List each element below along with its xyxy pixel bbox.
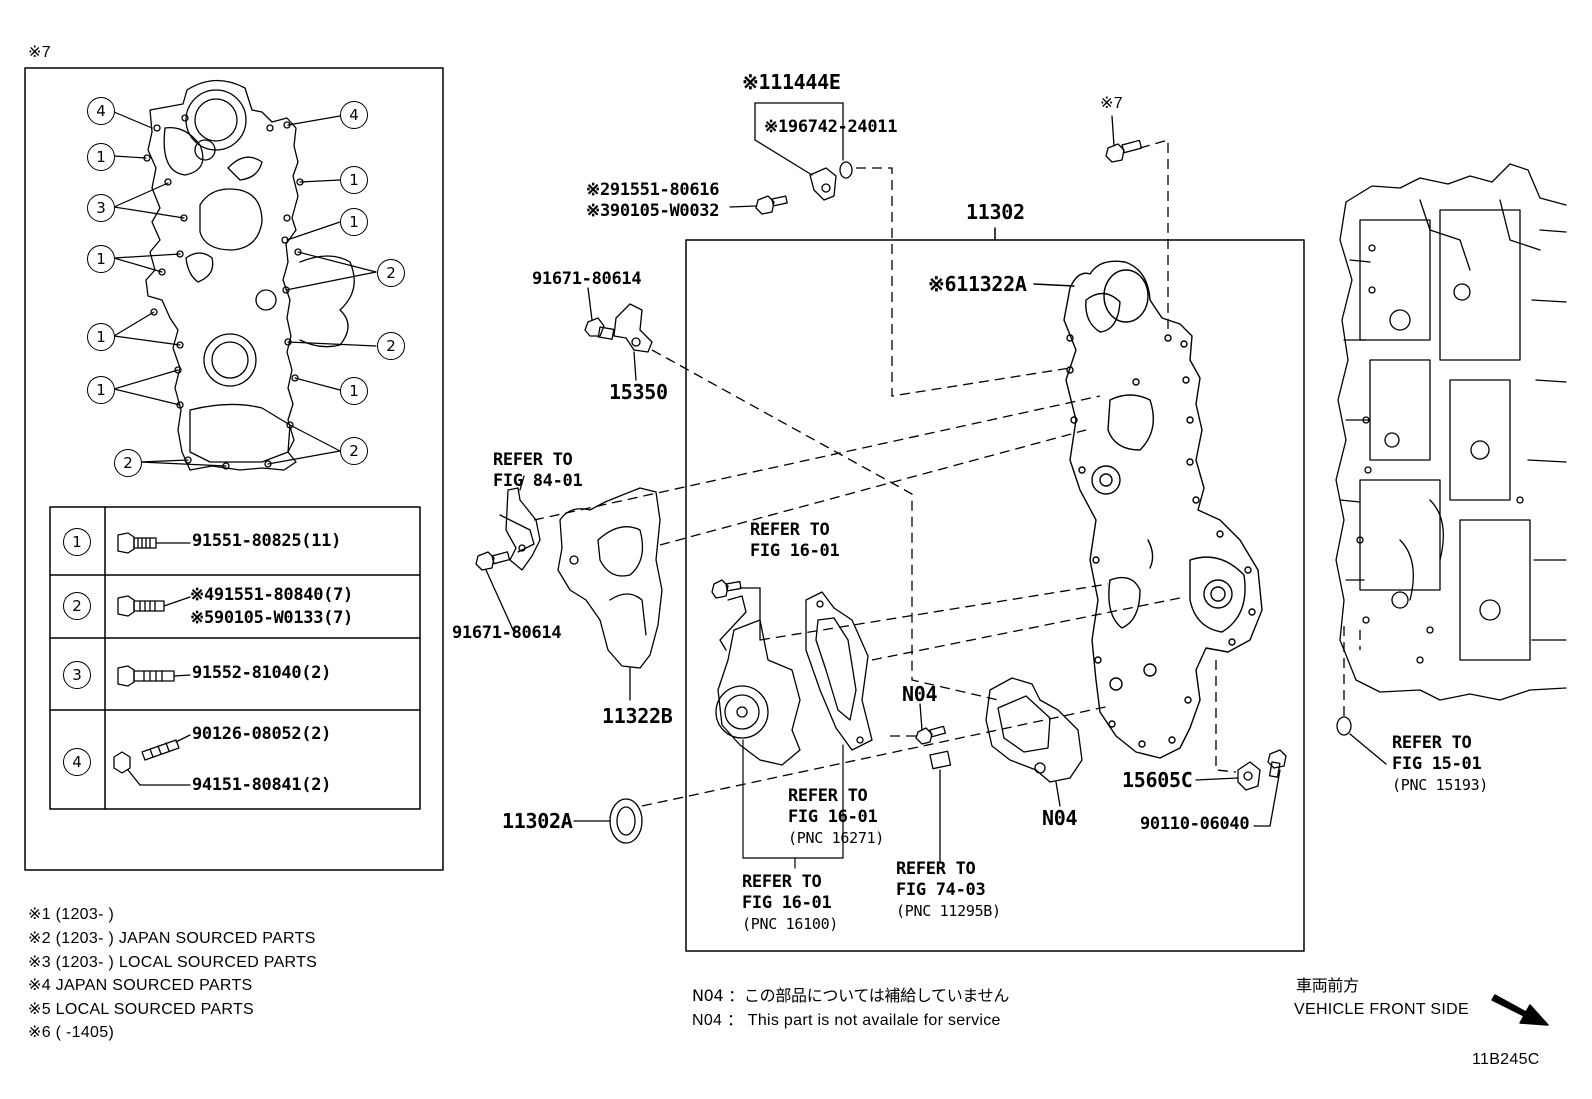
refer-line: REFER TO — [1392, 733, 1472, 753]
part-label-11302a[interactable]: 11302A — [502, 809, 573, 833]
table-row-number: 3 — [63, 661, 91, 689]
refer-line: FIG 74-03 — [896, 880, 986, 900]
part-label-91671-80614-lower[interactable]: 91671-80614 — [452, 623, 562, 643]
callout-circle: 1 — [87, 143, 115, 171]
refer-line: REFER TO — [788, 786, 868, 806]
cover-11322b-drawing — [557, 487, 663, 701]
diagram-id: 11B245C — [1472, 1051, 1540, 1068]
table-part-number: 90126-08052(2) — [192, 724, 332, 744]
table-fastener-icons — [113, 532, 191, 786]
table-part-number: 94151-80841(2) — [192, 775, 332, 795]
sensor-15350-drawing — [584, 287, 653, 381]
part-label-90105-w0032[interactable]: ※390105-W0032 — [586, 201, 720, 221]
table-row-number: 2 — [63, 592, 91, 620]
refer-line: REFER TO — [896, 859, 976, 879]
refer-fig-15-01[interactable]: REFER TO FIG 15-01 (PNC 15193) — [1392, 733, 1488, 796]
inset-leaders — [113, 111, 377, 467]
table-part-number: ※590105-W0133(7) — [190, 608, 353, 628]
inset-frame — [24, 67, 444, 871]
table-part-number: 91551-80825(11) — [192, 531, 342, 551]
footnote: ※4 JAPAN SOURCED PARTS — [28, 977, 253, 994]
footnote: ※5 LOCAL SOURCED PARTS — [28, 1001, 254, 1018]
water-pump-drawing — [711, 579, 873, 766]
n04-part-drawing — [915, 677, 1083, 863]
alignment-dashes — [533, 139, 1361, 807]
n04-note-english: N04 ： This part is not availale for serv… — [692, 1012, 1001, 1029]
callout-circle: 3 — [87, 194, 115, 222]
callout-circle: 1 — [340, 166, 368, 194]
engine-block-drawing — [1335, 163, 1567, 765]
table-part-number: ※491551-80840(7) — [190, 585, 353, 605]
refer-pnc: (PNC 15193) — [1392, 776, 1489, 794]
footnote: ※1 (1203- ) — [28, 906, 115, 923]
refer-line: FIG 16-01 — [742, 893, 832, 913]
refer-fig-16-01-b[interactable]: REFER TO FIG 16-01 (PNC 16271) — [788, 786, 884, 849]
callout-circle: 1 — [87, 376, 115, 404]
footnote: ※6 ( -1405) — [28, 1024, 115, 1041]
part-label-11302[interactable]: 11302 — [966, 200, 1025, 224]
part-label-11444e[interactable]: ※111444E — [742, 70, 841, 94]
refer-fig-74-03[interactable]: REFER TO FIG 74-03 (PNC 11295B) — [896, 859, 1001, 922]
vehicle-front-label-jp: 車両前方 — [1296, 976, 1359, 995]
refer-line: FIG 16-01 — [750, 541, 840, 561]
refer-line: FIG 84-01 — [493, 471, 583, 491]
callout-circle: 4 — [340, 101, 368, 129]
small-bolt-drawing — [729, 195, 788, 215]
cover-bolt-drawing — [1105, 115, 1143, 163]
sensor-bracket — [754, 102, 844, 176]
table-part-number: 91552-81040(2) — [192, 663, 332, 683]
inset-cover-drawing — [143, 79, 355, 471]
plug-drawing — [1195, 749, 1287, 827]
cam-sensor-drawing — [809, 161, 853, 201]
callout-circle: 2 — [114, 449, 142, 477]
inset-note-label: ※7 — [28, 44, 51, 61]
front-arrow-icon — [1491, 994, 1549, 1026]
callout-circle: 4 — [87, 97, 115, 125]
refer-line: FIG 15-01 — [1392, 754, 1482, 774]
refer-pnc: (PNC 16100) — [742, 915, 839, 933]
oil-seal-drawing — [573, 798, 643, 844]
refer-fig-16-01-a[interactable]: REFER TO FIG 16-01 — [750, 520, 840, 562]
note-7-label: ※7 — [1100, 95, 1123, 112]
n04-note-japanese: N04 ：この部品については補給していません — [692, 986, 1010, 1005]
refer-line: REFER TO — [493, 450, 573, 470]
refer-pnc: (PNC 11295B) — [896, 902, 1001, 920]
table-row-number: 4 — [63, 748, 91, 776]
refer-fig-84-01[interactable]: REFER TO FIG 84-01 — [493, 450, 583, 492]
part-label-n04-lower[interactable]: N04 — [1042, 806, 1078, 830]
callout-circle: 1 — [87, 323, 115, 351]
callout-circle: 2 — [377, 259, 405, 287]
timing-cover-11302-drawing — [1033, 260, 1263, 759]
callout-circle: 1 — [340, 377, 368, 405]
refer-pnc: (PNC 16271) — [788, 829, 885, 847]
part-label-n04-upper[interactable]: N04 — [902, 682, 938, 706]
refer-line: REFER TO — [742, 872, 822, 892]
part-label-15350[interactable]: 15350 — [609, 380, 668, 404]
part-label-96742[interactable]: ※196742-24011 — [764, 117, 898, 137]
vehicle-front-label-en: VEHICLE FRONT SIDE — [1294, 1001, 1469, 1018]
callout-circle: 2 — [340, 437, 368, 465]
refer-fig-16-01-c[interactable]: REFER TO FIG 16-01 (PNC 16100) — [742, 872, 838, 935]
fastener-table-grid — [49, 506, 421, 810]
bracket-84-drawing — [475, 475, 541, 633]
footnote: ※2 (1203- ) JAPAN SOURCED PARTS — [28, 930, 316, 947]
callout-circle: 2 — [377, 332, 405, 360]
part-label-90110-06040[interactable]: 90110-06040 — [1140, 814, 1250, 834]
callout-circle: 1 — [340, 208, 368, 236]
part-label-11322b[interactable]: 11322B — [602, 704, 673, 728]
part-label-91671-80614-upper[interactable]: 91671-80614 — [532, 269, 642, 289]
part-label-91551-80616[interactable]: ※291551-80616 — [586, 180, 720, 200]
table-row-number: 1 — [63, 528, 91, 556]
refer-line: FIG 16-01 — [788, 807, 878, 827]
footnote: ※3 (1203- ) LOCAL SOURCED PARTS — [28, 954, 318, 971]
part-label-15605c[interactable]: 15605C — [1122, 768, 1193, 792]
callout-circle: 1 — [87, 245, 115, 273]
pump-leaders — [742, 739, 844, 869]
part-label-11322a[interactable]: ※611322A — [928, 272, 1027, 296]
refer-line: REFER TO — [750, 520, 830, 540]
